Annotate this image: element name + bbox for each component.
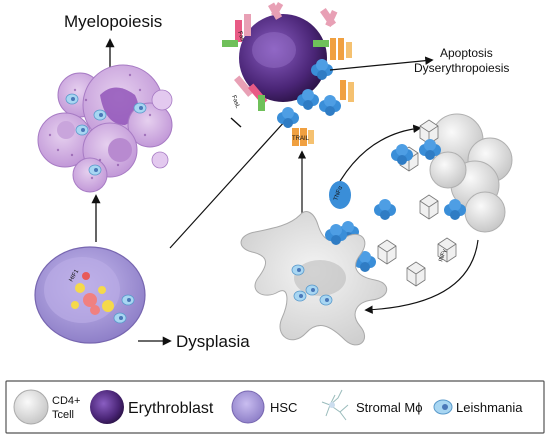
label-apoptosis: Apoptosis <box>440 46 493 60</box>
legend-stromal-icon <box>321 389 349 421</box>
legend-hsc-icon <box>231 390 265 424</box>
arrow-to-apoptosis <box>329 56 434 71</box>
legend-stromal: Stromal Mϕ <box>356 400 423 415</box>
green-receptor-bottom <box>258 95 265 111</box>
label-tnfa: TNFα <box>333 185 344 202</box>
inhibition-bar <box>230 117 242 128</box>
trail-ligand: TRAIL <box>292 128 314 146</box>
legend-cd4-line2: Tcell <box>52 409 74 421</box>
label-fas: Fas <box>236 31 245 42</box>
fas-receptor-top-left: Fas <box>235 14 251 42</box>
cytokine <box>319 95 341 116</box>
legend-cd4-line1: CD4+ <box>52 395 80 407</box>
inhibition-line <box>169 119 287 249</box>
label-ifng: INFγ <box>438 249 448 263</box>
cytokine-cube <box>406 261 426 287</box>
myeloid-cell-cluster <box>37 64 173 193</box>
arrow-tcells-to-macrophage <box>364 239 479 314</box>
label-myelopoiesis: Myelopoiesis <box>64 12 162 31</box>
hsc-cell: HIF1 <box>34 246 146 344</box>
legend-erythroblast: Erythroblast <box>128 400 214 417</box>
tcell-cluster <box>429 113 513 233</box>
cytokine <box>374 199 396 220</box>
green-receptor-left <box>222 40 238 47</box>
label-dysplasia: Dysplasia <box>176 332 250 351</box>
label-trail: TRAIL <box>292 136 310 142</box>
legend: CD4+ Tcell Erythroblast HSC Stromal Mϕ L… <box>5 380 545 434</box>
label-fasl: FasL <box>230 95 240 110</box>
fas-receptor-top <box>268 2 284 20</box>
trail-receptor-right <box>330 38 352 60</box>
legend-leishmania-icon <box>433 399 453 415</box>
tnfa-cytokine: TNFα <box>329 181 351 209</box>
stromal-macrophage <box>240 211 388 346</box>
legend-box <box>5 380 545 434</box>
cytokine-cube <box>419 194 439 220</box>
legend-erythroblast-icon <box>90 390 124 424</box>
legend-hsc: HSC <box>270 400 297 415</box>
cytokine <box>277 107 299 128</box>
legend-tcell-icon <box>13 389 49 425</box>
label-dyserythropoiesis: Dyserythropoiesis <box>414 61 509 75</box>
legend-leishmania: Leishmania <box>456 400 523 415</box>
cytokine-cube <box>377 239 397 265</box>
erythroblast-cell <box>239 14 327 102</box>
green-receptor-right <box>313 40 329 47</box>
trail-receptor-bottom <box>340 80 354 102</box>
pink-receptor-top-right <box>320 7 338 28</box>
